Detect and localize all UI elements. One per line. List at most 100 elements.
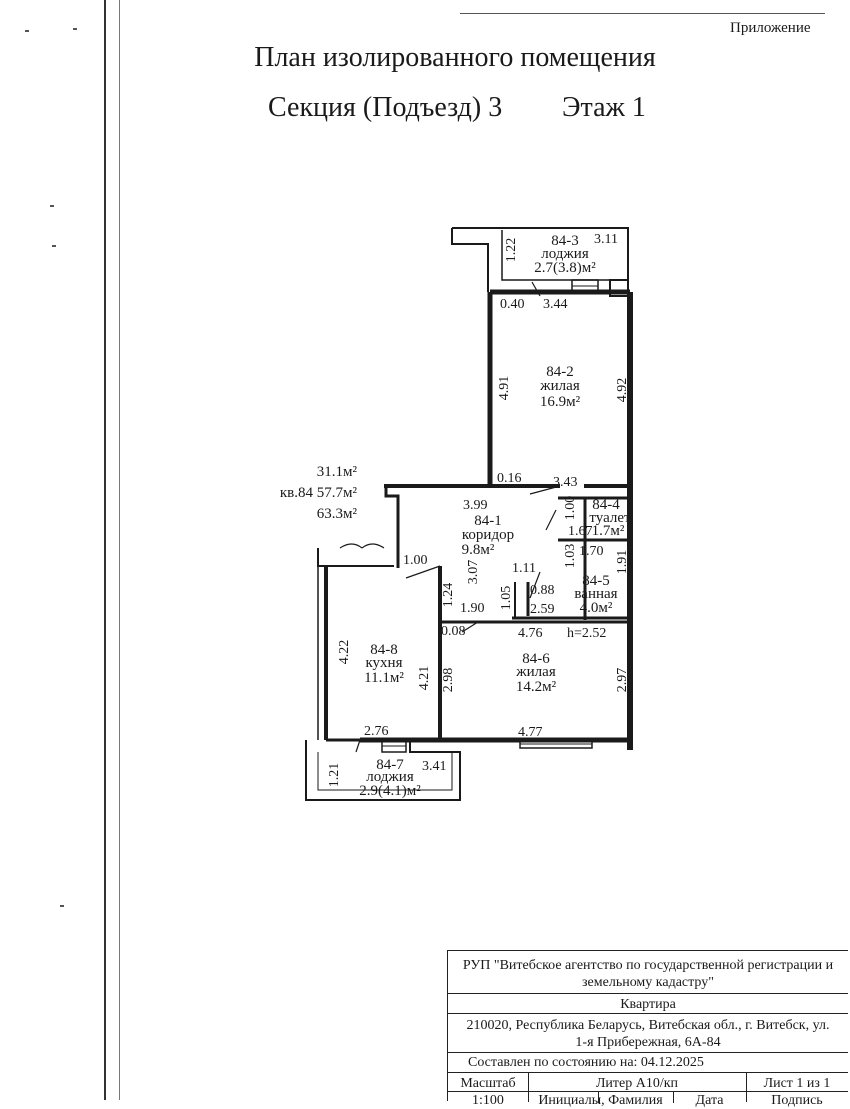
room-84-1-id: 84-1: [474, 513, 502, 529]
dim-4-22: 4.22: [337, 640, 352, 665]
room-84-3-id: 84-3: [551, 233, 579, 249]
floor-label: Этаж 1: [562, 92, 646, 123]
dim-1-67: 1.67: [568, 524, 593, 539]
scan-speck: [25, 30, 29, 32]
org-line2: земельному кадастру": [582, 975, 714, 990]
dim-2-59: 2.59: [530, 602, 555, 617]
scan-speck: [60, 905, 64, 907]
door-line4: [545, 509, 557, 531]
room-84-2-area: 16.9м²: [540, 394, 581, 410]
left-frame-line: [119, 0, 120, 1100]
dim-4-21: 4.21: [417, 666, 432, 691]
room-84-6-id: 84-6: [522, 651, 550, 667]
tb-col-divider: [528, 1072, 529, 1102]
tb-divider: [448, 1091, 848, 1092]
dim-0-88: 0.88: [530, 583, 555, 598]
tb-col-divider: [673, 1091, 674, 1103]
room-84-1-type: коридор: [462, 527, 514, 543]
dim-1-91: 1.91: [615, 550, 630, 575]
summary-line2: кв.84 57.7м²: [280, 485, 358, 501]
top-frame-line: [460, 13, 825, 14]
dim-4-77: 4.77: [518, 725, 543, 740]
dim-0-08: 0.08: [441, 624, 466, 639]
address-line2: 1-я Прибережная, 6А-84: [575, 1035, 721, 1050]
dim-3-43: 3.43: [553, 475, 578, 490]
dim-0-40: 0.40: [500, 297, 525, 312]
dim-1-22: 1.22: [504, 238, 519, 263]
room-84-7-id: 84-7: [376, 757, 404, 773]
address-line1: 210020, Республика Беларусь, Витебская о…: [466, 1018, 830, 1033]
dim-0-16: 0.16: [497, 471, 522, 486]
summary-line3: 63.3м²: [317, 506, 358, 522]
room-84-2-id: 84-2: [546, 364, 574, 380]
dim-1-03: 1.03: [563, 544, 578, 569]
liter-label: Литер А10/кп: [595, 1076, 679, 1091]
tb-col-divider: [746, 1072, 747, 1102]
room-84-5-id: 84-5: [582, 573, 610, 589]
room-84-2-type: жилая: [539, 378, 580, 394]
room-84-7-type: лоджия: [366, 769, 414, 785]
tb-divider: [448, 1052, 848, 1053]
room-84-8-area: 11.1м²: [364, 670, 404, 686]
dim-1-11: 1.11: [512, 561, 536, 576]
dim-3-99: 3.99: [463, 498, 488, 513]
room-84-4-type: туалет: [589, 510, 631, 526]
room-84-3-type: лоджия: [541, 246, 589, 262]
room-84-8-id: 84-8: [370, 642, 398, 658]
tb-divider: [448, 1013, 848, 1014]
room-84-1-area: 9.8м²: [462, 542, 495, 558]
room-84-5-type: ванная: [574, 586, 617, 602]
room-84-7-area: 2.9(4.1)м²: [359, 783, 421, 799]
dim-4-76: 4.76: [518, 626, 543, 641]
dim-3-11: 3.11: [594, 232, 618, 247]
org-line1: РУП "Витебское агентство по государствен…: [462, 958, 834, 973]
wall-corridor-left: [384, 486, 400, 568]
exterior-wall-top-left: [451, 228, 489, 292]
title-block: РУП "Витебское агентство по государствен…: [447, 950, 848, 1108]
room-84-6-type: жилая: [515, 664, 556, 680]
dim-1-21: 1.21: [327, 763, 342, 788]
dim-4-92: 4.92: [615, 378, 630, 403]
door-line7: [529, 571, 541, 599]
dim-1-70: 1.70: [579, 544, 604, 559]
dim-3-44: 3.44: [543, 297, 568, 312]
state-date: Составлен по состоянию на: 04.12.2025: [468, 1055, 704, 1070]
appendix-note: Приложение: [730, 20, 811, 36]
sheet-label: Лист 1 из 1: [763, 1076, 831, 1091]
dim-2-97: 2.97: [615, 668, 630, 693]
dim-4-91: 4.91: [497, 376, 512, 401]
height-label: h=2.52: [567, 626, 606, 641]
signature-label: Подпись: [771, 1093, 823, 1108]
door-line: [405, 565, 441, 579]
door-line6: [355, 739, 361, 753]
room-84-4-id: 84-4: [592, 497, 620, 513]
room-84-6-area: 14.2м²: [516, 679, 557, 695]
dim-3-41: 3.41: [422, 759, 447, 774]
dim-2-98: 2.98: [441, 668, 456, 693]
initials-label: Инициалы, Фамилия: [538, 1093, 663, 1108]
door-arc: [339, 543, 363, 549]
dim-1-00-top: 1.00: [563, 496, 578, 521]
scan-speck: [52, 245, 56, 247]
room-84-5-area: 4.0м²: [580, 600, 613, 616]
section-label: Секция (Подъезд) 3: [268, 92, 503, 123]
dim-2-76: 2.76: [364, 724, 389, 739]
dim-1-90: 1.90: [460, 601, 485, 616]
page-title: План изолированного помещения: [254, 42, 656, 73]
object-type: Квартира: [620, 997, 676, 1012]
scale-value: 1:100: [472, 1093, 504, 1108]
door-line5: [461, 621, 479, 633]
door-arc2: [361, 543, 385, 549]
scan-speck: [50, 205, 54, 207]
loggia2-inner: [317, 752, 453, 791]
left-margin-line: [104, 0, 106, 1100]
tb-col-divider: [598, 1091, 599, 1103]
door-line3: [529, 485, 561, 495]
summary-line1: 31.1м²: [317, 464, 358, 480]
loggia2-outline: [305, 740, 461, 801]
dim-3-07: 3.07: [466, 560, 481, 585]
room-84-4-area: 1.7м²: [592, 523, 625, 539]
room-84-3-area: 2.7(3.8)м²: [534, 260, 596, 276]
date-label: Дата: [695, 1093, 724, 1108]
scan-speck: [73, 28, 77, 30]
